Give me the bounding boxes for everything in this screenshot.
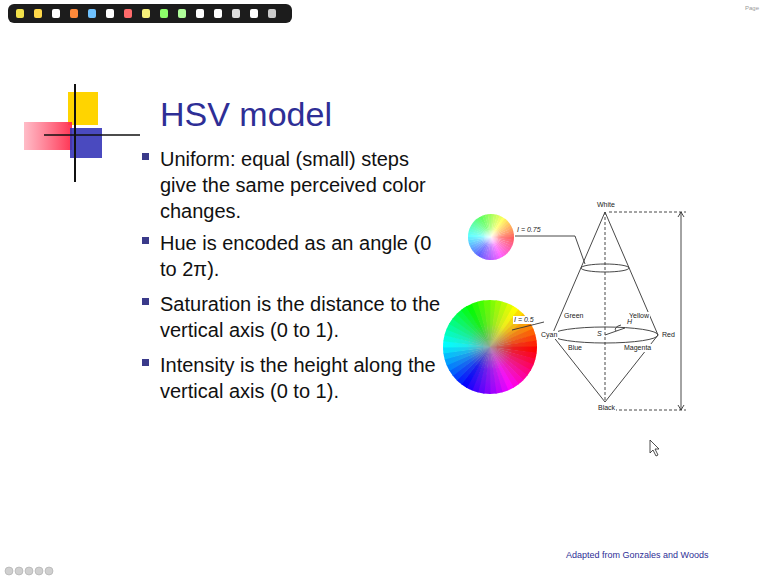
hsi-double-cone [512,212,686,410]
cone-edge [552,212,605,335]
mouse-cursor [650,440,659,456]
dimension-arrow [678,405,684,410]
wheel-center [443,300,537,394]
toolbar-icon [124,9,132,18]
nav-icon [25,567,33,575]
red-rectangle [24,122,72,150]
toolbar-icon [70,9,78,18]
slide-navigation [5,567,53,575]
bullet-mark [142,237,149,244]
nav-icon [45,567,53,575]
toolbar-icons [16,9,276,18]
bullet-mark [142,298,149,305]
toolbar-icon [160,9,168,18]
wheel-center [468,214,514,260]
source-note: Adapted from Gonzales and Woods [566,550,708,561]
toolbar-icon [52,9,60,18]
toolbar-icon [16,9,24,18]
color-label: Green [563,312,584,320]
dimension-arrow [678,212,684,217]
toolbar-icon [214,9,222,18]
leader-line [515,236,585,264]
color-wheel [443,300,537,394]
toolbar-icon [232,9,240,18]
horizontal-rule [44,134,140,136]
saturation-label: S [596,330,603,338]
color-label: Red [661,331,676,339]
bullet-text: Intensity is the height along the vertic… [160,352,445,404]
intensity-label: I = 0.5 [513,316,535,324]
bullet-marks [142,153,149,366]
angle-label: H [626,318,633,326]
toolbar-icon [142,9,150,18]
bullet-mark [142,153,149,160]
toolbar [8,4,292,23]
toolbar-icon [106,9,114,18]
toolbar-icon [268,9,276,18]
dimension-line [681,212,682,410]
color-label: Magenta [623,344,652,352]
toolbar-icon [250,9,258,18]
yellow-square [68,92,98,125]
page-marker: Page [745,5,759,13]
bullet-text: Saturation is the distance to the vertic… [160,291,445,343]
hue-angle-arc [615,325,621,331]
nav-icon [35,567,43,575]
intensity-axis [605,212,606,402]
color-wheel [468,214,514,260]
vertical-rule [74,84,76,182]
slide-title: HSV model [160,93,332,136]
dimension-extension [609,212,686,213]
cone-label: Black [597,404,616,412]
toolbar-icon [34,9,42,18]
bullet-text: Uniform: equal (small) steps give the sa… [160,146,445,224]
cone-edge [605,335,658,402]
nav-icon [5,567,13,575]
bullet-text: Hue is encoded as an angle (0 to 2π). [160,230,445,282]
intensity-label: I = 0.75 [516,226,542,234]
color-label: Blue [567,344,583,352]
slide-decoration [24,84,140,182]
toolbar-icon [196,9,204,18]
nav-icon [15,567,23,575]
bullet-mark [142,359,149,366]
cone-edge [552,335,605,402]
toolbar-icon [88,9,96,18]
color-label: Cyan [540,331,558,339]
dimension-extension [609,410,686,411]
toolbar-icon [178,9,186,18]
toolbar-bar [8,4,292,23]
cone-edge [605,212,658,335]
cone-label: White [596,201,616,209]
